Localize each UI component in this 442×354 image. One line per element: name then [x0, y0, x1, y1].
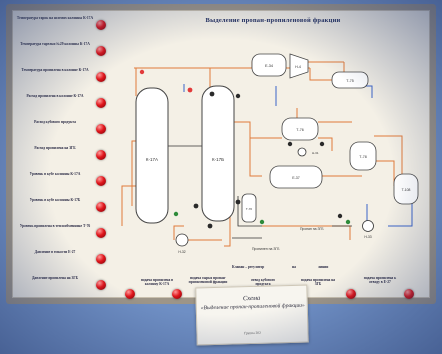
k17a-label: К-17А	[146, 157, 158, 162]
pump-n33[interactable]	[362, 220, 374, 232]
process-diagram: К-17А К-17Б Е-34 Н-4 Т-75 Т-76 Т-78 Е-37…	[121, 53, 419, 254]
bottom-lamp[interactable]	[346, 289, 356, 299]
pump-n31[interactable]	[297, 147, 307, 157]
instrument-dot[interactable]	[139, 69, 145, 75]
bottom-lamp[interactable]	[125, 289, 135, 299]
indicator-row: Температура пропилена в колонне К-17А	[14, 66, 114, 88]
instrument-dot[interactable]	[235, 199, 241, 205]
instrument-dot[interactable]	[173, 211, 179, 217]
indicator-lamp[interactable]	[96, 46, 106, 56]
bottom-label: подача сырья пропан-пропиленовой фракции	[188, 276, 228, 285]
instrument-dot[interactable]	[193, 203, 199, 209]
indicator-row: Расход пропилена на ЗГБ	[14, 144, 114, 166]
indicator-lamp[interactable]	[96, 20, 106, 30]
indicator-label: Уровень в кубе колонны К-17А	[29, 172, 81, 176]
propane-outlet-label: Пропан на ЗГБ	[300, 227, 324, 231]
t75-label: Т-75	[346, 79, 353, 83]
instrument-dot[interactable]	[187, 87, 193, 93]
bottom-label: подача пропилена к отводу в Е-27	[363, 276, 397, 285]
bottom-label: подача пропилена в колонну К-17А	[140, 278, 174, 287]
indicator-label: Давление пропилена на ЗГБ	[31, 276, 79, 280]
column-k17a[interactable]	[135, 87, 169, 224]
instrument-dot[interactable]	[209, 91, 215, 97]
card-heading: Схема	[242, 294, 261, 303]
t70-label: Т-70	[246, 207, 253, 211]
indicator-row: Температура тарок на шлемях колонны К-17…	[14, 14, 114, 36]
valve-caption: Клапан – регулятор	[232, 265, 265, 269]
indicator-label: Расход пропилена в колонне К-17А	[26, 94, 84, 98]
indicator-row: Уровень в кубе колонны К-17А	[14, 170, 114, 192]
bottom-lamp[interactable]	[172, 289, 182, 299]
indicator-lamp[interactable]	[96, 124, 106, 134]
indicator-label: Температура пропилена в колонне К-17А	[21, 68, 89, 72]
e37-label: Е-37	[292, 176, 300, 180]
indicator-label: Расход кубового продукта	[34, 120, 76, 124]
indicator-row: Давление пропилена на ЗГБ	[14, 274, 114, 296]
title-card: Схема «Выделение пропан-пропиленовой фра…	[195, 284, 309, 346]
valve-caption-3: линии	[318, 265, 329, 269]
t108-label: Т-108	[402, 188, 411, 192]
t76-label: Т-76	[296, 128, 303, 132]
instrument-dot[interactable]	[337, 213, 343, 219]
indicator-lamp[interactable]	[96, 202, 106, 212]
indicator-row: Температура тарелки №29 колонны К-17А	[14, 40, 114, 62]
indicator-label: Уровень пропилена в теплообменнике Т-76	[19, 224, 91, 228]
indicator-row: Расход пропилена в колонне К-17А	[14, 92, 114, 114]
n32-label: Н-32	[178, 250, 185, 254]
indicator-row: Давление в емкости Е-27	[14, 248, 114, 270]
e34-label: Е-34	[265, 64, 273, 68]
instrument-dot[interactable]	[319, 141, 325, 147]
n4-label: Н-4	[295, 65, 301, 69]
indicator-label: Температура тарелки №29 колонны К-17А	[20, 42, 90, 46]
k17b-label: К-17Б	[212, 157, 224, 162]
indicator-row: Уровень пропилена в теплообменнике Т-76	[14, 222, 114, 244]
indicator-row: Расход кубового продукта	[14, 118, 114, 140]
indicator-lamp[interactable]	[96, 98, 106, 108]
indicator-label: Расход пропилена на ЗГБ	[34, 146, 76, 150]
indicator-lamp[interactable]	[96, 150, 106, 160]
n33-label: Н-33	[364, 235, 371, 239]
indicator-lamp[interactable]	[96, 72, 106, 82]
left-indicator-panel: Температура тарок на шлемях колонны К-17…	[14, 12, 114, 296]
indicator-lamp[interactable]	[96, 228, 106, 238]
instrument-dot[interactable]	[235, 93, 241, 99]
board-title: Выделение пропан-пропиленовой фракции	[205, 17, 341, 24]
instrument-dot[interactable]	[259, 219, 265, 225]
propylene-outlet-label: Пропилен на ЗГБ	[252, 247, 280, 251]
indicator-lamp[interactable]	[96, 254, 106, 264]
t78-label: Т-78	[359, 155, 366, 159]
instrument-dot[interactable]	[345, 219, 351, 225]
card-title: «Выделение пропан-пропиленовой фракции»	[200, 302, 305, 312]
indicator-row: Уровень в кубе колонны К-17Б	[14, 196, 114, 218]
indicator-lamp[interactable]	[96, 176, 106, 186]
instrument-dot[interactable]	[207, 223, 213, 229]
indicator-label: Температура тарок на шлемях колонны К-17…	[16, 16, 94, 20]
dark-lines	[168, 145, 352, 239]
indicator-label: Давление в емкости Е-27	[34, 250, 76, 254]
valve-caption-2: на	[292, 265, 296, 269]
indicator-label: Уровень в кубе колонны К-17Б	[29, 198, 81, 202]
bottom-lamp[interactable]	[404, 289, 414, 299]
card-group: Группа 202	[244, 330, 261, 336]
column-k17b[interactable]	[201, 85, 235, 222]
n31-label: Н-31	[312, 151, 319, 155]
instrument-dot[interactable]	[287, 141, 293, 147]
pump-n32[interactable]	[175, 233, 189, 247]
indicator-lamp[interactable]	[96, 280, 106, 290]
